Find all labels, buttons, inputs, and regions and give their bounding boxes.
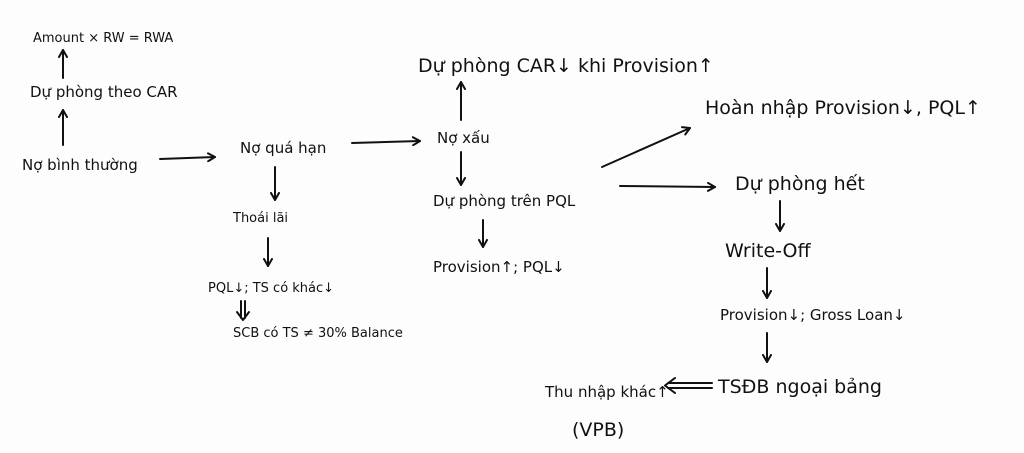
node-rwa-formula: Amount × RW = RWA	[33, 31, 173, 46]
node-bad-debt: Nợ xấu	[437, 129, 490, 147]
node-other-income: Thu nhập khác↑	[544, 383, 669, 401]
node-car-decrease: Dự phòng CAR↓ khi Provision↑	[418, 55, 714, 77]
node-vpb: (VPB)	[572, 419, 624, 441]
node-pql-assets: PQL↓; TS có khác↓	[208, 281, 334, 296]
arrow-provision-to-reversal	[601, 126, 691, 168]
node-provision-reversal: Hoàn nhập Provision↓, PQL↑	[705, 97, 981, 119]
node-provision-on-pql: Dự phòng trên PQL	[433, 192, 576, 210]
node-off-balance-collateral: TSĐB ngoại bảng	[717, 376, 882, 398]
node-interest-reversal: Thoái lãi	[232, 211, 288, 226]
node-fully-provisioned: Dự phòng hết	[735, 173, 865, 195]
node-overdue-debt: Nợ quá hạn	[240, 139, 326, 157]
arrow-provision-to-full	[619, 181, 716, 192]
node-provision-gross-loan: Provision↓; Gross Loan↓	[720, 306, 905, 324]
node-provision-up-pql-down: Provision↑; PQL↓	[433, 258, 565, 276]
node-scb-note: SCB có TS ≠ 30% Balance	[233, 326, 403, 341]
node-write-off: Write-Off	[725, 240, 812, 262]
node-normal-debt: Nợ bình thường	[22, 156, 138, 174]
arrow-normal-to-overdue	[159, 152, 216, 163]
arrow-pql-to-scb	[236, 300, 250, 321]
arrow-overdue-to-bad	[351, 136, 421, 147]
arrow-collateral-to-income	[664, 377, 713, 394]
node-car-provision: Dự phòng theo CAR	[30, 83, 178, 101]
